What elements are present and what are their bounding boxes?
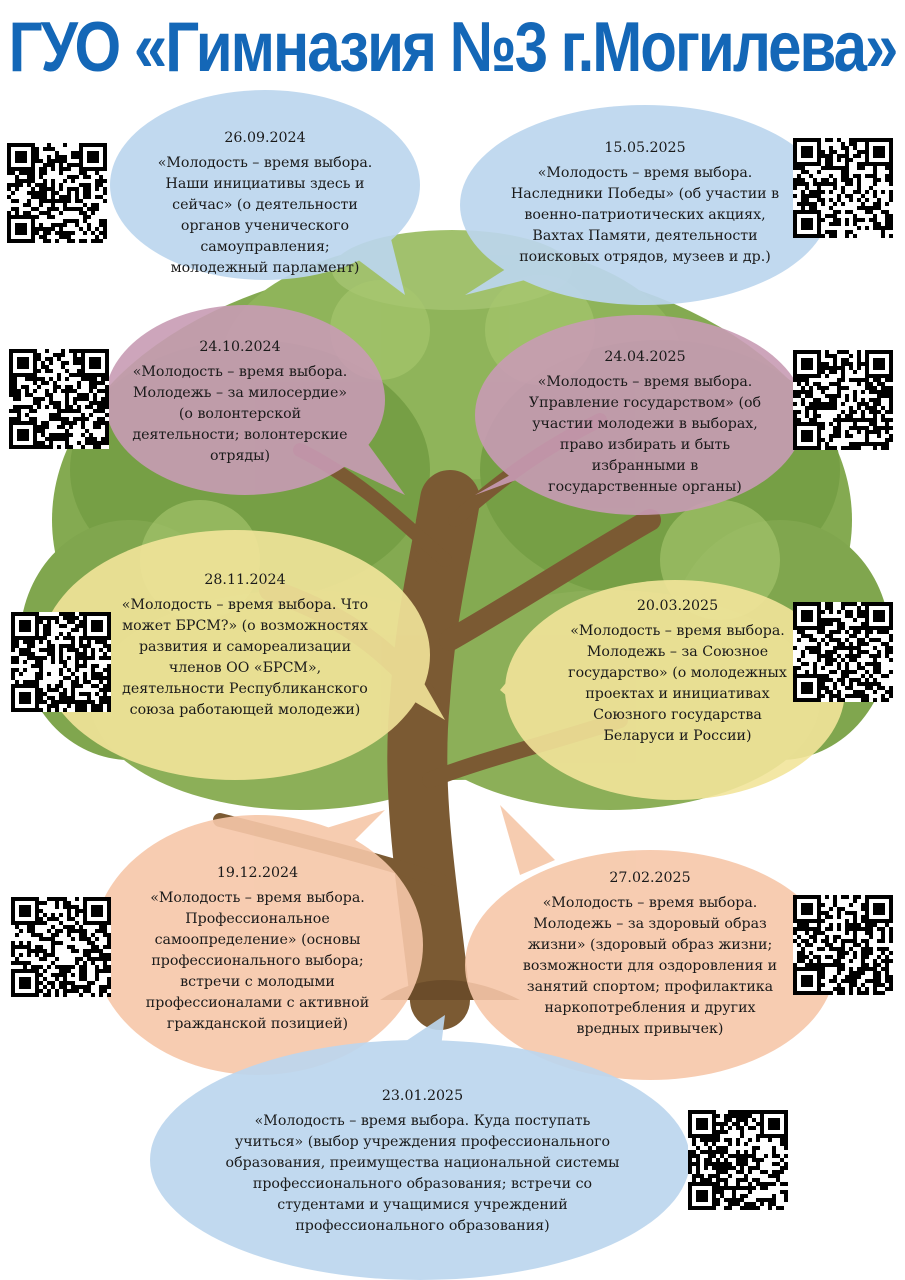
event-date: 20.03.2025: [636, 598, 719, 614]
event-date: 23.01.2025: [381, 1088, 464, 1104]
qr-code-icon[interactable]: [793, 602, 893, 702]
event-description: «Молодость – время выбора. Куда поступат…: [225, 1113, 620, 1234]
speech-bubble-6: [500, 580, 845, 800]
speech-bubble-9: [150, 1015, 690, 1280]
qr-code-pattern: [11, 897, 111, 997]
qr-code-pattern: [793, 350, 893, 450]
event-card-4: 24.04.2025 «Молодость – время выбора. Уп…: [525, 347, 765, 498]
speech-bubble-3: [105, 305, 405, 495]
event-date: 24.10.2024: [199, 339, 281, 355]
event-date: 15.05.2025: [604, 140, 686, 156]
qr-code-pattern: [793, 138, 893, 238]
event-card-8: 27.02.2025 «Молодость – время выбора. Мо…: [515, 868, 785, 1040]
event-date: 24.04.2025: [604, 349, 686, 365]
speech-bubble-1: [110, 90, 420, 295]
event-description: «Молодость – время выбора. Что может БРС…: [121, 597, 369, 718]
qr-code-pattern: [688, 1110, 788, 1210]
event-description: «Молодость – время выбора. Управление го…: [528, 374, 762, 495]
qr-code-icon[interactable]: [11, 612, 111, 712]
event-date: 28.11.2024: [204, 572, 286, 588]
event-description: «Молодость – время выбора. Наши инициати…: [157, 155, 373, 276]
qr-code-pattern: [11, 612, 111, 712]
qr-code-icon[interactable]: [793, 350, 893, 450]
qr-code-pattern: [793, 602, 893, 702]
event-card-9: 23.01.2025 «Молодость – время выбора. Ку…: [225, 1086, 620, 1237]
qr-code-icon[interactable]: [793, 138, 893, 238]
page-title: ГУО «Гимназия №3 г.Могилева»: [8, 7, 899, 87]
event-card-3: 24.10.2024 «Молодость – время выбора. Мо…: [125, 337, 355, 467]
event-card-1: 26.09.2024 «Молодость – время выбора. На…: [150, 128, 380, 279]
speech-bubble-7: [93, 810, 423, 1075]
speech-bubble-4: [475, 315, 805, 515]
event-description: «Молодость – время выбора. Молодежь – за…: [132, 364, 348, 464]
event-description: «Молодость – время выбора. Молодежь – за…: [568, 623, 787, 744]
event-description: «Молодость – время выбора. Молодежь – за…: [522, 895, 778, 1037]
event-date: 19.12.2024: [216, 865, 299, 881]
qr-code-pattern: [7, 143, 107, 243]
event-date: 26.09.2024: [224, 130, 306, 146]
event-description: «Молодость – время выбора. Профессиональ…: [145, 890, 370, 1032]
event-description: «Молодость – время выбора. Наследники По…: [510, 165, 780, 265]
speech-bubble-5: [40, 530, 445, 780]
speech-bubble-8: [465, 805, 835, 1080]
event-card-6: 20.03.2025 «Молодость – время выбора. Мо…: [565, 596, 790, 747]
qr-code-icon[interactable]: [9, 349, 109, 449]
event-card-5: 28.11.2024 «Молодость – время выбора. Чт…: [120, 570, 370, 721]
event-card-2: 15.05.2025 «Молодость – время выбора. На…: [510, 138, 780, 268]
qr-code-icon[interactable]: [793, 895, 893, 995]
qr-code-icon[interactable]: [7, 143, 107, 243]
qr-code-pattern: [9, 349, 109, 449]
event-card-7: 19.12.2024 «Молодость – время выбора. Пр…: [135, 863, 380, 1035]
qr-code-icon[interactable]: [688, 1110, 788, 1210]
event-date: 27.02.2025: [609, 870, 691, 886]
qr-code-icon[interactable]: [11, 897, 111, 997]
speech-bubble-2: [460, 105, 830, 305]
qr-code-pattern: [793, 895, 893, 995]
